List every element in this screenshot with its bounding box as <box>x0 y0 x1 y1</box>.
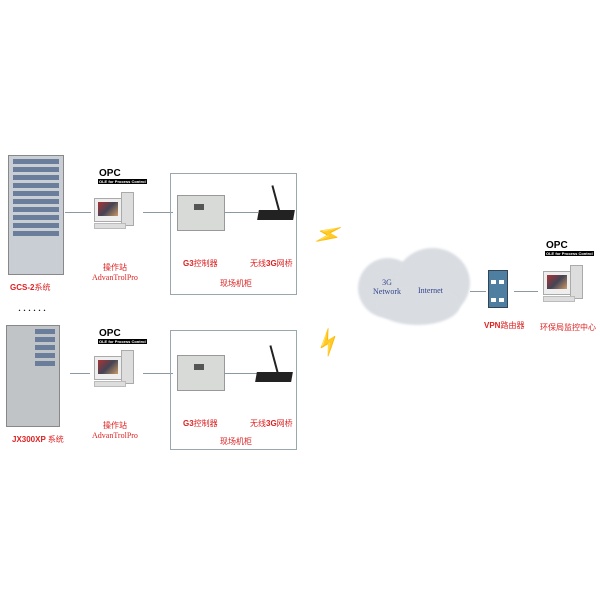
3g-bridge-label: 无线3G网桥 <box>250 419 293 428</box>
lightning-icon: ⚡ <box>310 324 347 361</box>
connector <box>224 212 258 213</box>
internet-label: Internet <box>418 286 443 295</box>
monitoring-center-label: 环保局监控中心 <box>540 323 596 332</box>
connector <box>143 373 173 374</box>
connector <box>224 373 258 374</box>
3g-bridge-label: 无线3G网桥 <box>250 259 293 268</box>
field-cabinet-box <box>170 330 297 450</box>
g3-controller <box>177 195 225 231</box>
ellipsis: ...... <box>18 300 48 314</box>
connector <box>65 212 91 213</box>
gcs-2-label: GCS-2系统 <box>10 283 51 292</box>
vpn-router-label: VPN路由器 <box>484 321 525 330</box>
lightning-icon: ⚡ <box>310 216 348 253</box>
operator-station-pc <box>94 192 134 232</box>
vpn-router <box>488 270 508 320</box>
connector <box>470 291 486 292</box>
connector <box>143 212 173 213</box>
3g-bridge-router <box>255 372 293 382</box>
field-cabinet-label: 现场机柜 <box>220 279 252 288</box>
operator-station-pc <box>94 350 134 390</box>
connector <box>514 291 538 292</box>
field-cabinet-label: 现场机柜 <box>220 437 252 446</box>
g3-controller-label: G3控制器 <box>183 259 218 268</box>
gcs-2-cabinet <box>8 155 64 275</box>
monitoring-center-pc <box>543 265 583 305</box>
jx300xp-cabinet <box>6 325 60 427</box>
connector <box>70 373 90 374</box>
3g-bridge-router <box>257 210 295 220</box>
g3-controller-label: G3控制器 <box>183 419 218 428</box>
jx300xp-label: JX300XP 系统 <box>12 435 64 444</box>
3g-network-label: 3G Network <box>373 278 401 296</box>
cloud <box>375 285 460 325</box>
field-cabinet-box <box>170 173 297 295</box>
g3-controller <box>177 355 225 391</box>
